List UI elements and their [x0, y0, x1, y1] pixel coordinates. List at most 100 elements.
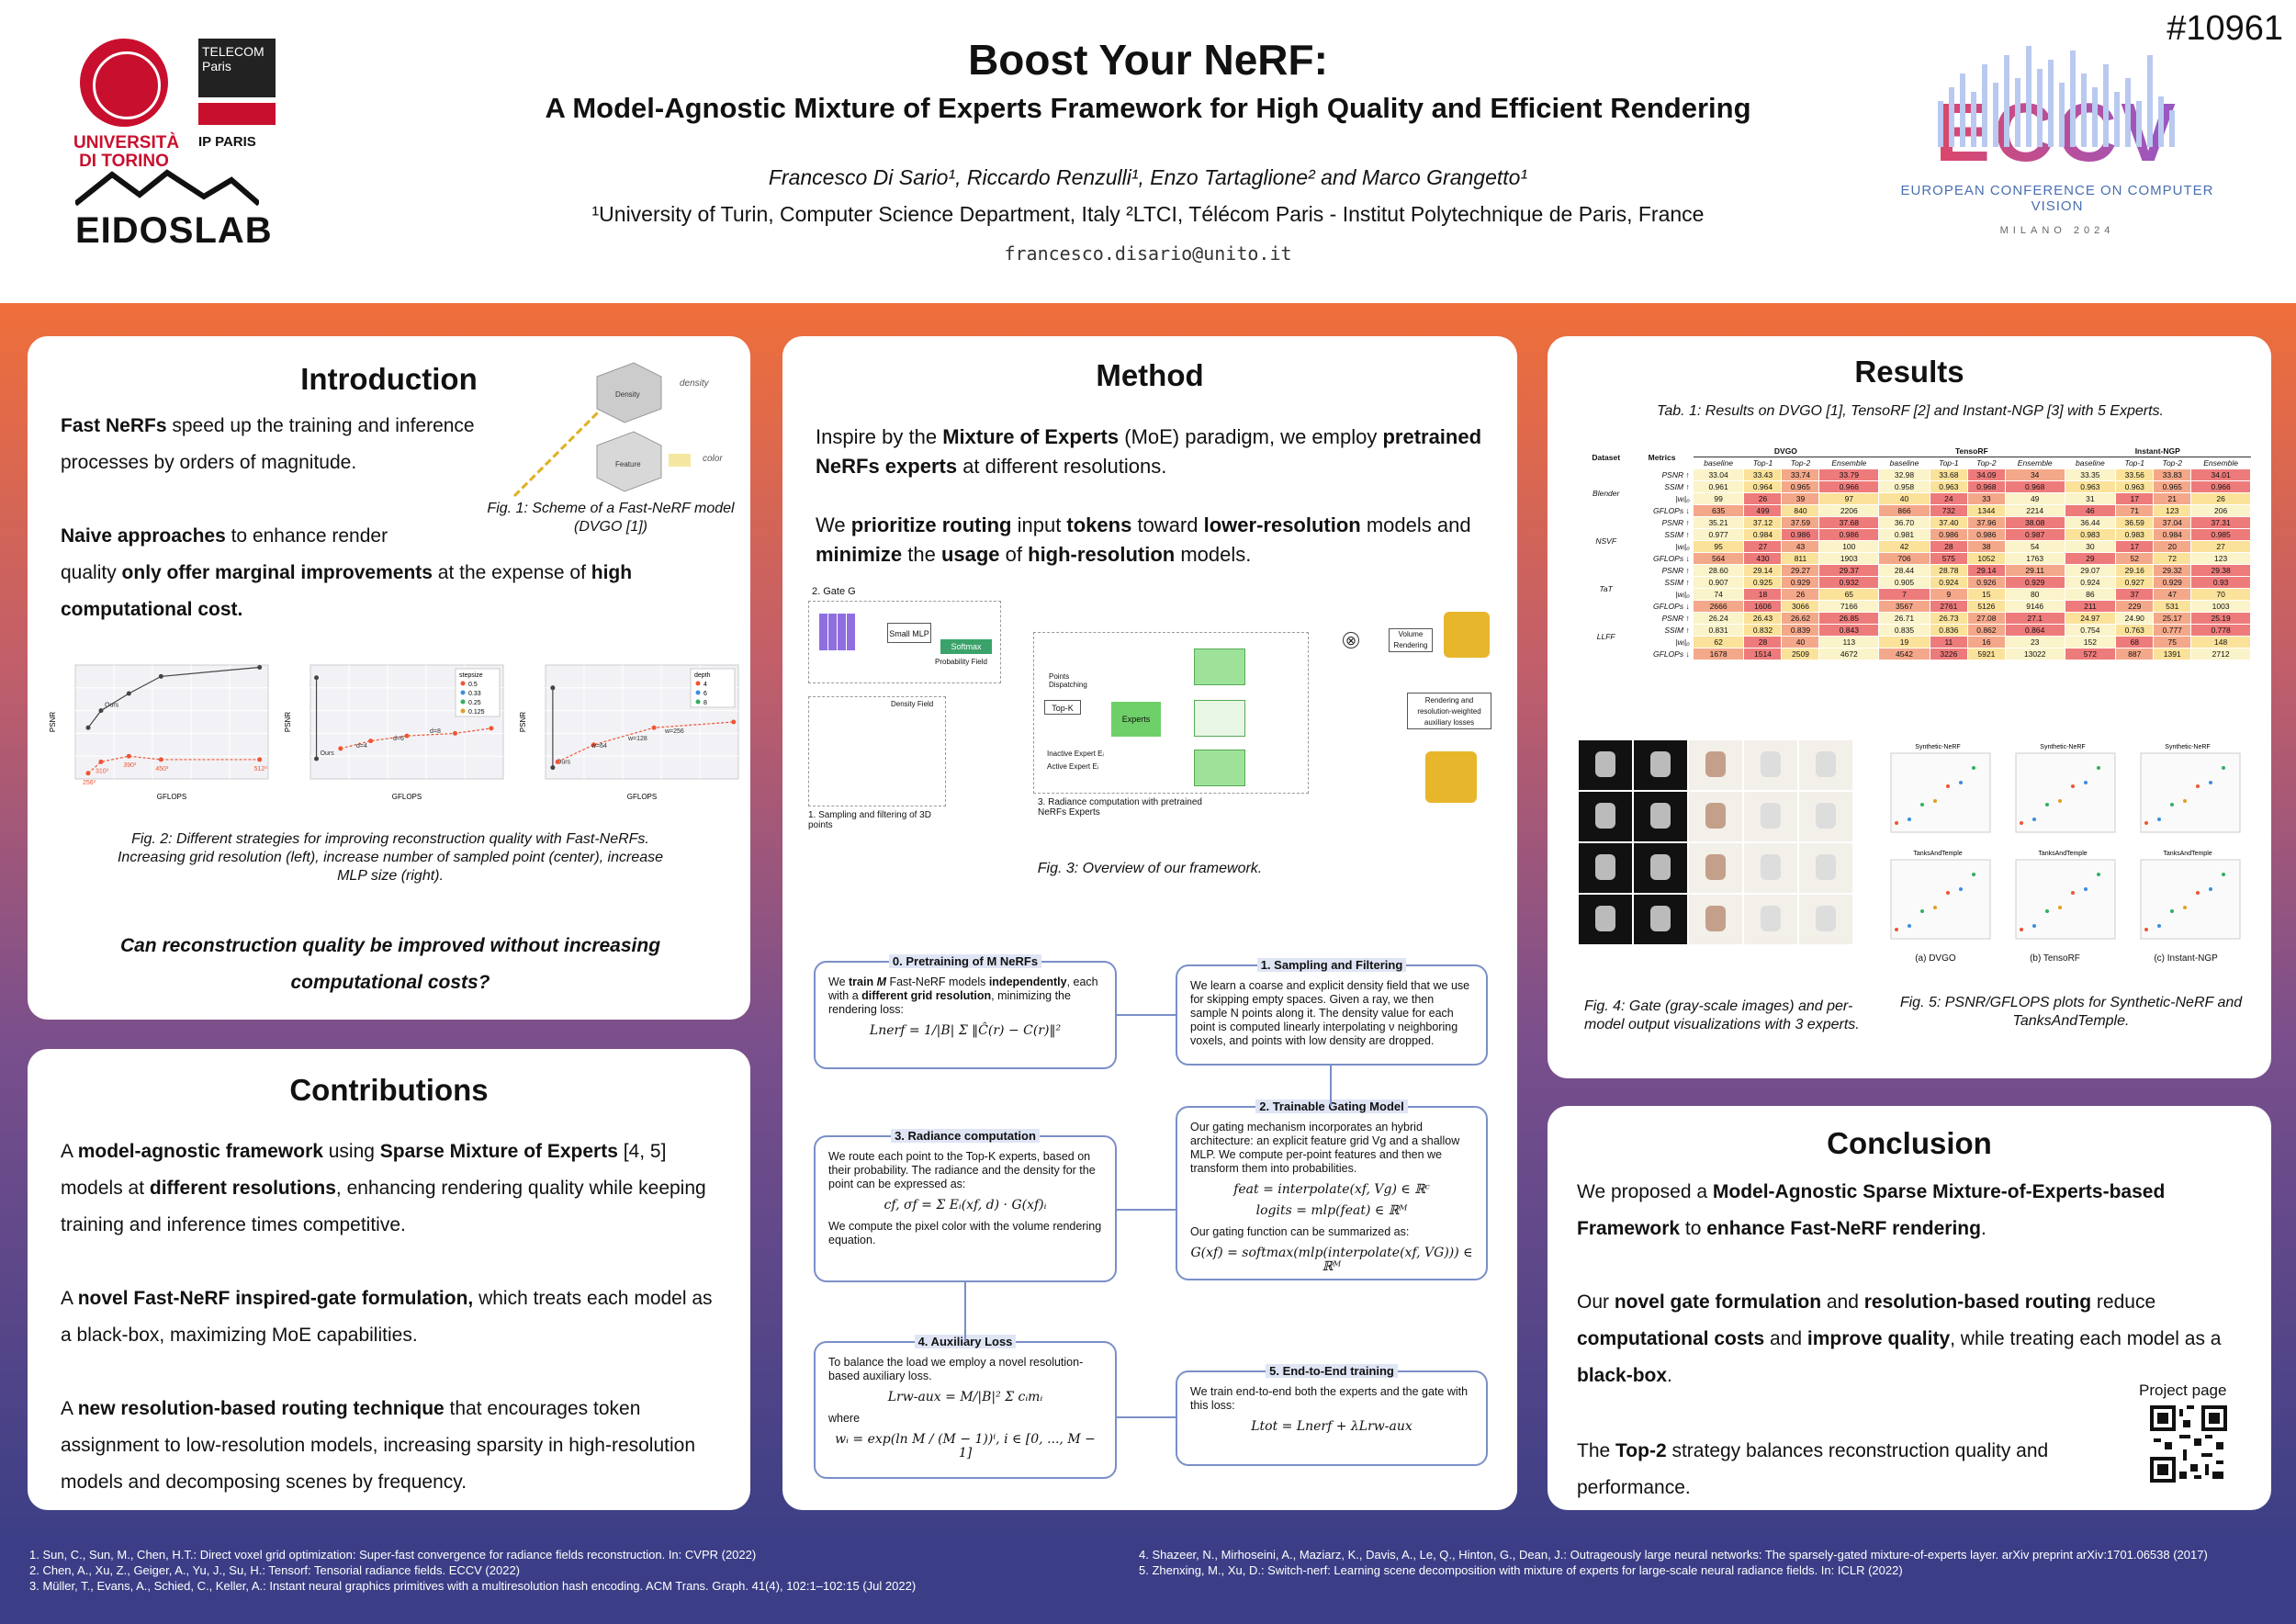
- value-cell: 0.968: [2004, 480, 2065, 493]
- value-cell: 46: [2064, 504, 2117, 517]
- mini-plot-point: [1972, 873, 1975, 876]
- annotation: w=128: [627, 736, 647, 742]
- email[interactable]: francesco.disario@unito.it: [1004, 242, 1292, 265]
- svg-text:color: color: [703, 454, 723, 464]
- value-cell: 0.986: [1781, 528, 1820, 541]
- value-cell: 54: [2004, 540, 2065, 553]
- mini-plot-point: [2071, 891, 2075, 895]
- input-grid-icon: [819, 614, 856, 650]
- value-cell: 0.984: [2153, 528, 2192, 541]
- value-cell: 211: [2064, 600, 2117, 613]
- metric-cell: SSIM ↑: [1630, 480, 1694, 493]
- mini-plot-title: Synthetic-NeRF: [2040, 744, 2085, 750]
- value-cell: 0.929: [1781, 576, 1820, 589]
- legend-marker: [460, 690, 466, 695]
- mini-plot-point: [1946, 891, 1950, 895]
- project-page-label: Project page: [2139, 1382, 2227, 1399]
- value-cell: 0.778: [2190, 624, 2251, 637]
- value-cell: 0.961: [1692, 480, 1745, 493]
- research-question: Can reconstruction quality be improved w…: [119, 935, 661, 993]
- mini-plot-point: [1920, 909, 1924, 913]
- value-cell: 18: [1743, 588, 1783, 601]
- mini-plot-area: [2015, 859, 2116, 940]
- metric-cell: SSIM ↑: [1630, 528, 1694, 541]
- value-cell: 16: [1966, 636, 2006, 648]
- metric-cell: PSNR ↑: [1630, 612, 1694, 625]
- value-cell: 9146: [2004, 600, 2065, 613]
- legend-marker: [460, 699, 466, 705]
- value-cell: 27: [1743, 540, 1783, 553]
- th-col: Top-2: [1966, 457, 2006, 469]
- data-point: [489, 726, 494, 731]
- expert-grid-1: [1194, 648, 1245, 685]
- value-cell: 123: [2190, 552, 2251, 565]
- legend-marker: [695, 690, 701, 695]
- metric-cell: |wᵢ|₀: [1630, 636, 1694, 648]
- qr-code-icon[interactable]: [2150, 1405, 2227, 1483]
- mini-plot-point: [2084, 887, 2088, 891]
- value-cell: 123: [2153, 504, 2192, 517]
- mini-plot-area: [2015, 752, 2116, 833]
- value-cell: 27: [2190, 540, 2251, 553]
- metric-cell: SSIM ↑: [1630, 576, 1694, 589]
- mini-plot-point: [2183, 906, 2187, 909]
- value-cell: 0.968: [1966, 480, 2006, 493]
- value-cell: 26.24: [1692, 612, 1745, 625]
- value-cell: 5921: [1966, 648, 2006, 660]
- value-cell: 732: [1929, 504, 1968, 517]
- value-cell: 37.04: [2153, 516, 2192, 529]
- affiliation: ¹University of Turin, Computer Science D…: [591, 202, 1705, 226]
- value-cell: 0.929: [2153, 576, 2192, 589]
- value-cell: 2214: [2004, 504, 2065, 517]
- fig5-mini-plot: Synthetic-NeRF: [1890, 744, 1991, 833]
- value-cell: 430: [1743, 552, 1783, 565]
- value-cell: 37.12: [1743, 516, 1783, 529]
- mini-plot-point: [2032, 924, 2036, 928]
- gate-visualization-tile: [1579, 843, 1632, 893]
- fig5-mini-plot: TanksAndTemple: [1890, 851, 1991, 940]
- value-cell: 206: [2190, 504, 2251, 517]
- gate-visualization-tile: [1744, 740, 1797, 790]
- value-cell: 29.32: [2153, 564, 2192, 577]
- value-cell: 24.97: [2064, 612, 2117, 625]
- value-cell: 62: [1692, 636, 1745, 648]
- metric-cell: GFLOPs ↓: [1630, 504, 1694, 517]
- unito-logo: UNIVERSITÀ DI TORINO: [73, 39, 179, 171]
- value-cell: 0.966: [2190, 480, 2251, 493]
- dataset-cell: TaT: [1580, 564, 1632, 613]
- fig5-mini-plot: Synthetic-NeRF: [2140, 744, 2241, 833]
- mini-plot-point: [2183, 799, 2187, 803]
- scene-shape-icon: [1650, 803, 1671, 829]
- scene-shape-icon: [1650, 751, 1671, 777]
- series-line: [340, 727, 491, 750]
- legend-entry: 6: [703, 691, 707, 697]
- scene-shape-icon: [1816, 751, 1836, 777]
- data-point: [731, 719, 737, 725]
- value-cell: 37.40: [1929, 516, 1968, 529]
- annotation: d=8: [430, 728, 441, 735]
- mini-plot-point: [2020, 928, 2023, 931]
- value-cell: 47: [2153, 588, 2192, 601]
- value-cell: 72: [2153, 552, 2192, 565]
- value-cell: 33.74: [1781, 468, 1820, 481]
- metric-cell: |wᵢ|₀: [1630, 492, 1694, 505]
- mini-plot-point: [2144, 821, 2148, 825]
- mini-plot-point: [2196, 784, 2200, 788]
- th-col: Ensemble: [2190, 457, 2251, 469]
- value-cell: 1903: [1818, 552, 1880, 565]
- value-cell: 0.927: [2115, 576, 2155, 589]
- value-cell: 80: [2004, 588, 2065, 601]
- value-cell: 29.27: [1781, 564, 1820, 577]
- value-cell: 99: [1692, 492, 1745, 505]
- value-cell: 40: [1781, 636, 1820, 648]
- step-pretraining: 0. Pretraining of M NeRFs We train M Fas…: [814, 954, 1117, 1069]
- value-cell: 25.17: [2153, 612, 2192, 625]
- value-cell: 24.90: [2115, 612, 2155, 625]
- value-cell: 100: [1818, 540, 1880, 553]
- value-cell: 30: [2064, 540, 2117, 553]
